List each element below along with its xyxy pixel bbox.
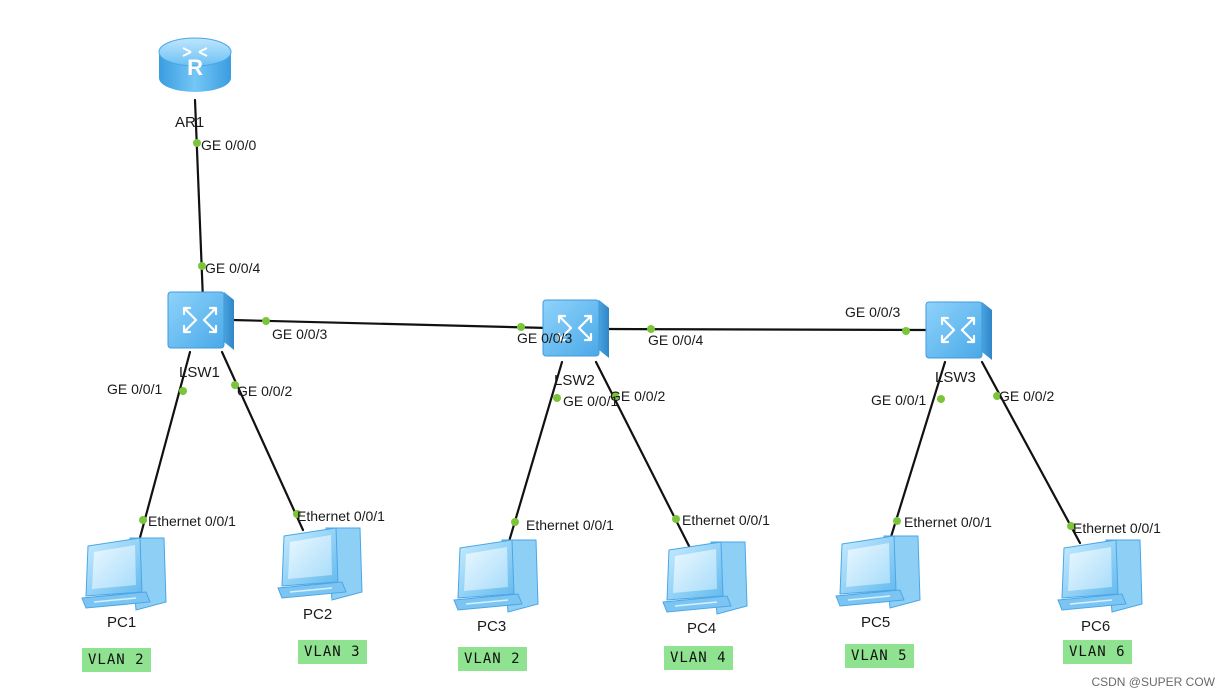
pc-icon[interactable] bbox=[81, 537, 167, 611]
port-label-lsw2-ge004: GE 0/0/4 bbox=[648, 332, 704, 348]
port-dot bbox=[902, 327, 910, 335]
vlan-badge-pc4: VLAN 4 bbox=[664, 646, 733, 670]
port-dot bbox=[262, 317, 270, 325]
vlan-badge-pc1: VLAN 2 bbox=[82, 648, 151, 672]
link-lsw3-pc6 bbox=[980, 360, 1082, 545]
port-dot bbox=[193, 139, 201, 147]
port-dot bbox=[553, 394, 561, 402]
port-label-lsw2-ge001: GE 0/0/1 bbox=[563, 393, 619, 409]
port-label-lsw1-ge004: GE 0/0/4 bbox=[205, 260, 261, 276]
port-dot bbox=[937, 395, 945, 403]
port-dot bbox=[198, 262, 206, 270]
link-lsw3-pc5 bbox=[888, 360, 947, 542]
pc-icon[interactable] bbox=[1057, 539, 1143, 613]
port-label-lsw2-ge003: GE 0/0/3 bbox=[517, 330, 573, 346]
device-label-pc6: PC6 bbox=[1081, 618, 1111, 635]
port-dot bbox=[647, 325, 655, 333]
router-icon[interactable] bbox=[158, 37, 232, 93]
port-label-pc4-eth: Ethernet 0/0/1 bbox=[682, 512, 770, 528]
port-dot bbox=[517, 323, 525, 331]
pc-icon[interactable] bbox=[453, 539, 539, 613]
link-lsw1-lsw2 bbox=[230, 318, 550, 330]
pc-icon[interactable] bbox=[662, 541, 748, 615]
link-lsw2-lsw3 bbox=[604, 327, 930, 332]
device-label-lsw2: LSW2 bbox=[554, 372, 595, 389]
port-dot bbox=[139, 516, 147, 524]
link-lsw2-pc3 bbox=[506, 360, 564, 547]
port-label-lsw3-ge003: GE 0/0/3 bbox=[845, 304, 901, 320]
device-label-pc5: PC5 bbox=[861, 614, 891, 631]
port-dot bbox=[1067, 522, 1075, 530]
links bbox=[136, 98, 1082, 550]
device-label-ar1: AR1 bbox=[175, 114, 205, 131]
device-label-pc4: PC4 bbox=[687, 620, 717, 637]
port-dot bbox=[293, 510, 301, 518]
port-dot bbox=[511, 518, 519, 526]
port-label-lsw1-ge003: GE 0/0/3 bbox=[272, 326, 328, 342]
vlan-badge-pc6: VLAN 6 bbox=[1063, 640, 1132, 664]
pc-icon[interactable] bbox=[835, 535, 921, 609]
port-dot bbox=[893, 517, 901, 525]
port-label-lsw1-ge002: GE 0/0/2 bbox=[237, 383, 293, 399]
switch-icon[interactable] bbox=[166, 290, 236, 352]
link-lsw1-pc1 bbox=[136, 350, 192, 547]
vlan-badge-pc5: VLAN 5 bbox=[845, 644, 914, 668]
port-label-lsw1-ge001: GE 0/0/1 bbox=[107, 381, 163, 397]
vlan-badge-pc3: VLAN 2 bbox=[458, 647, 527, 671]
port-dot bbox=[672, 515, 680, 523]
device-label-pc2: PC2 bbox=[303, 606, 333, 623]
port-label-pc3-eth: Ethernet 0/0/1 bbox=[526, 517, 614, 533]
port-label-ar1-ge000: GE 0/0/0 bbox=[201, 137, 257, 153]
device-label-lsw3: LSW3 bbox=[935, 369, 976, 386]
port-dot bbox=[993, 392, 1001, 400]
port-label-pc5-eth: Ethernet 0/0/1 bbox=[904, 514, 992, 530]
pc-icon[interactable] bbox=[277, 527, 363, 601]
device-label-lsw1: LSW1 bbox=[179, 364, 220, 381]
port-dot bbox=[179, 387, 187, 395]
port-dots bbox=[139, 139, 1075, 530]
device-label-pc1: PC1 bbox=[107, 614, 137, 631]
port-label-lsw3-ge002: GE 0/0/2 bbox=[999, 388, 1055, 404]
port-label-pc6-eth: Ethernet 0/0/1 bbox=[1073, 520, 1161, 536]
port-label-lsw3-ge001: GE 0/0/1 bbox=[871, 392, 927, 408]
link-lsw1-pc2 bbox=[220, 350, 305, 532]
port-label-lsw2-ge002: GE 0/0/2 bbox=[610, 388, 666, 404]
device-label-pc3: PC3 bbox=[477, 618, 507, 635]
port-dot bbox=[611, 392, 619, 400]
port-label-pc2-eth: Ethernet 0/0/1 bbox=[297, 508, 385, 524]
vlan-badge-pc2: VLAN 3 bbox=[298, 640, 367, 664]
watermark: CSDN @SUPER COW bbox=[1091, 675, 1215, 689]
switch-icon[interactable] bbox=[541, 298, 611, 360]
port-label-pc1-eth: Ethernet 0/0/1 bbox=[148, 513, 236, 529]
port-dot bbox=[231, 381, 239, 389]
switch-icon[interactable] bbox=[924, 300, 994, 362]
